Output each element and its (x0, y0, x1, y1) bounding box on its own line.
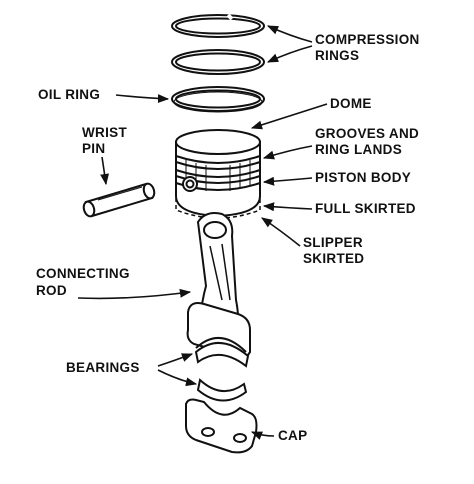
label-connecting-rod-1: CONNECTING (36, 266, 130, 281)
compression-ring-bottom (171, 49, 265, 75)
label-wrist-pin-2: PIN (82, 141, 105, 156)
oil-ring (171, 86, 265, 113)
label-compression-rings-1: COMPRESSION (315, 32, 420, 47)
label-grooves-2: RING LANDS (315, 142, 402, 157)
label-full-skirted: FULL SKIRTED (315, 201, 416, 216)
label-wrist-pin-1: WRIST (82, 125, 127, 140)
label-oil-ring: OIL RING (38, 87, 100, 102)
label-bearings: BEARINGS (66, 360, 140, 375)
label-piston-body: PISTON BODY (315, 170, 411, 185)
rod-cap (185, 398, 258, 454)
bearing-upper (194, 342, 250, 368)
label-cap: CAP (278, 428, 307, 443)
label-dome: DOME (330, 96, 372, 111)
leader-arrows (77, 25, 328, 440)
label-grooves-1: GROOVES AND (315, 126, 419, 141)
label-compression-rings-2: RINGS (315, 48, 359, 63)
bearing-lower (196, 378, 248, 402)
wrist-pin (82, 182, 156, 218)
label-slipper-2: SKIRTED (303, 251, 364, 266)
label-connecting-rod-2: ROD (36, 283, 67, 298)
piston (175, 129, 261, 219)
label-slipper-1: SLIPPER (303, 235, 363, 250)
compression-ring-top (171, 13, 265, 38)
connecting-rod (186, 212, 251, 359)
